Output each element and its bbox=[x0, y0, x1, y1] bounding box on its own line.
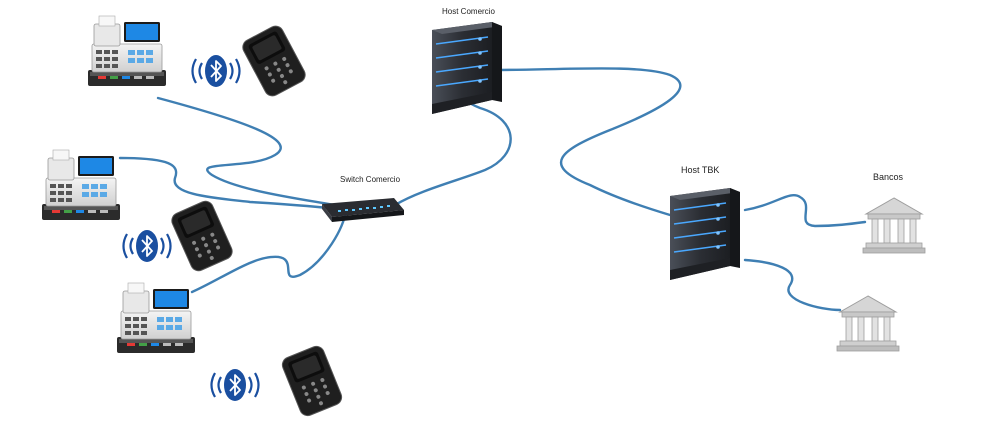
server-icon bbox=[669, 187, 741, 281]
cash-register-icon bbox=[87, 15, 167, 87]
cable-hosttbk-bank1 bbox=[743, 194, 867, 228]
network-switch-icon bbox=[322, 198, 404, 222]
host-comercio-label: Host Comercio bbox=[442, 7, 495, 16]
bank-icon bbox=[862, 197, 926, 254]
server-icon bbox=[431, 21, 503, 115]
cash-register-icon bbox=[41, 149, 121, 221]
host-tbk-label: Host TBK bbox=[681, 165, 720, 175]
cable-hosttbk-bank2 bbox=[743, 258, 842, 312]
cable-hostcomercio-hosttbk bbox=[490, 67, 682, 217]
cable-register2-switch bbox=[118, 156, 347, 212]
cable-register3-switch bbox=[190, 211, 347, 294]
card-terminal-icon bbox=[168, 198, 236, 274]
bluetooth-icon bbox=[122, 228, 172, 264]
cable-register1-switch bbox=[156, 96, 347, 209]
bluetooth-icon bbox=[191, 53, 241, 89]
bank-icon bbox=[836, 295, 900, 352]
card-terminal-icon bbox=[239, 22, 309, 100]
bluetooth-icon bbox=[210, 367, 260, 403]
network-cables bbox=[118, 67, 867, 312]
card-terminal-icon bbox=[279, 343, 345, 419]
cash-register-icon bbox=[116, 282, 196, 354]
switch-comercio-label: Switch Comercio bbox=[340, 175, 401, 184]
bancos-label: Bancos bbox=[873, 172, 904, 182]
